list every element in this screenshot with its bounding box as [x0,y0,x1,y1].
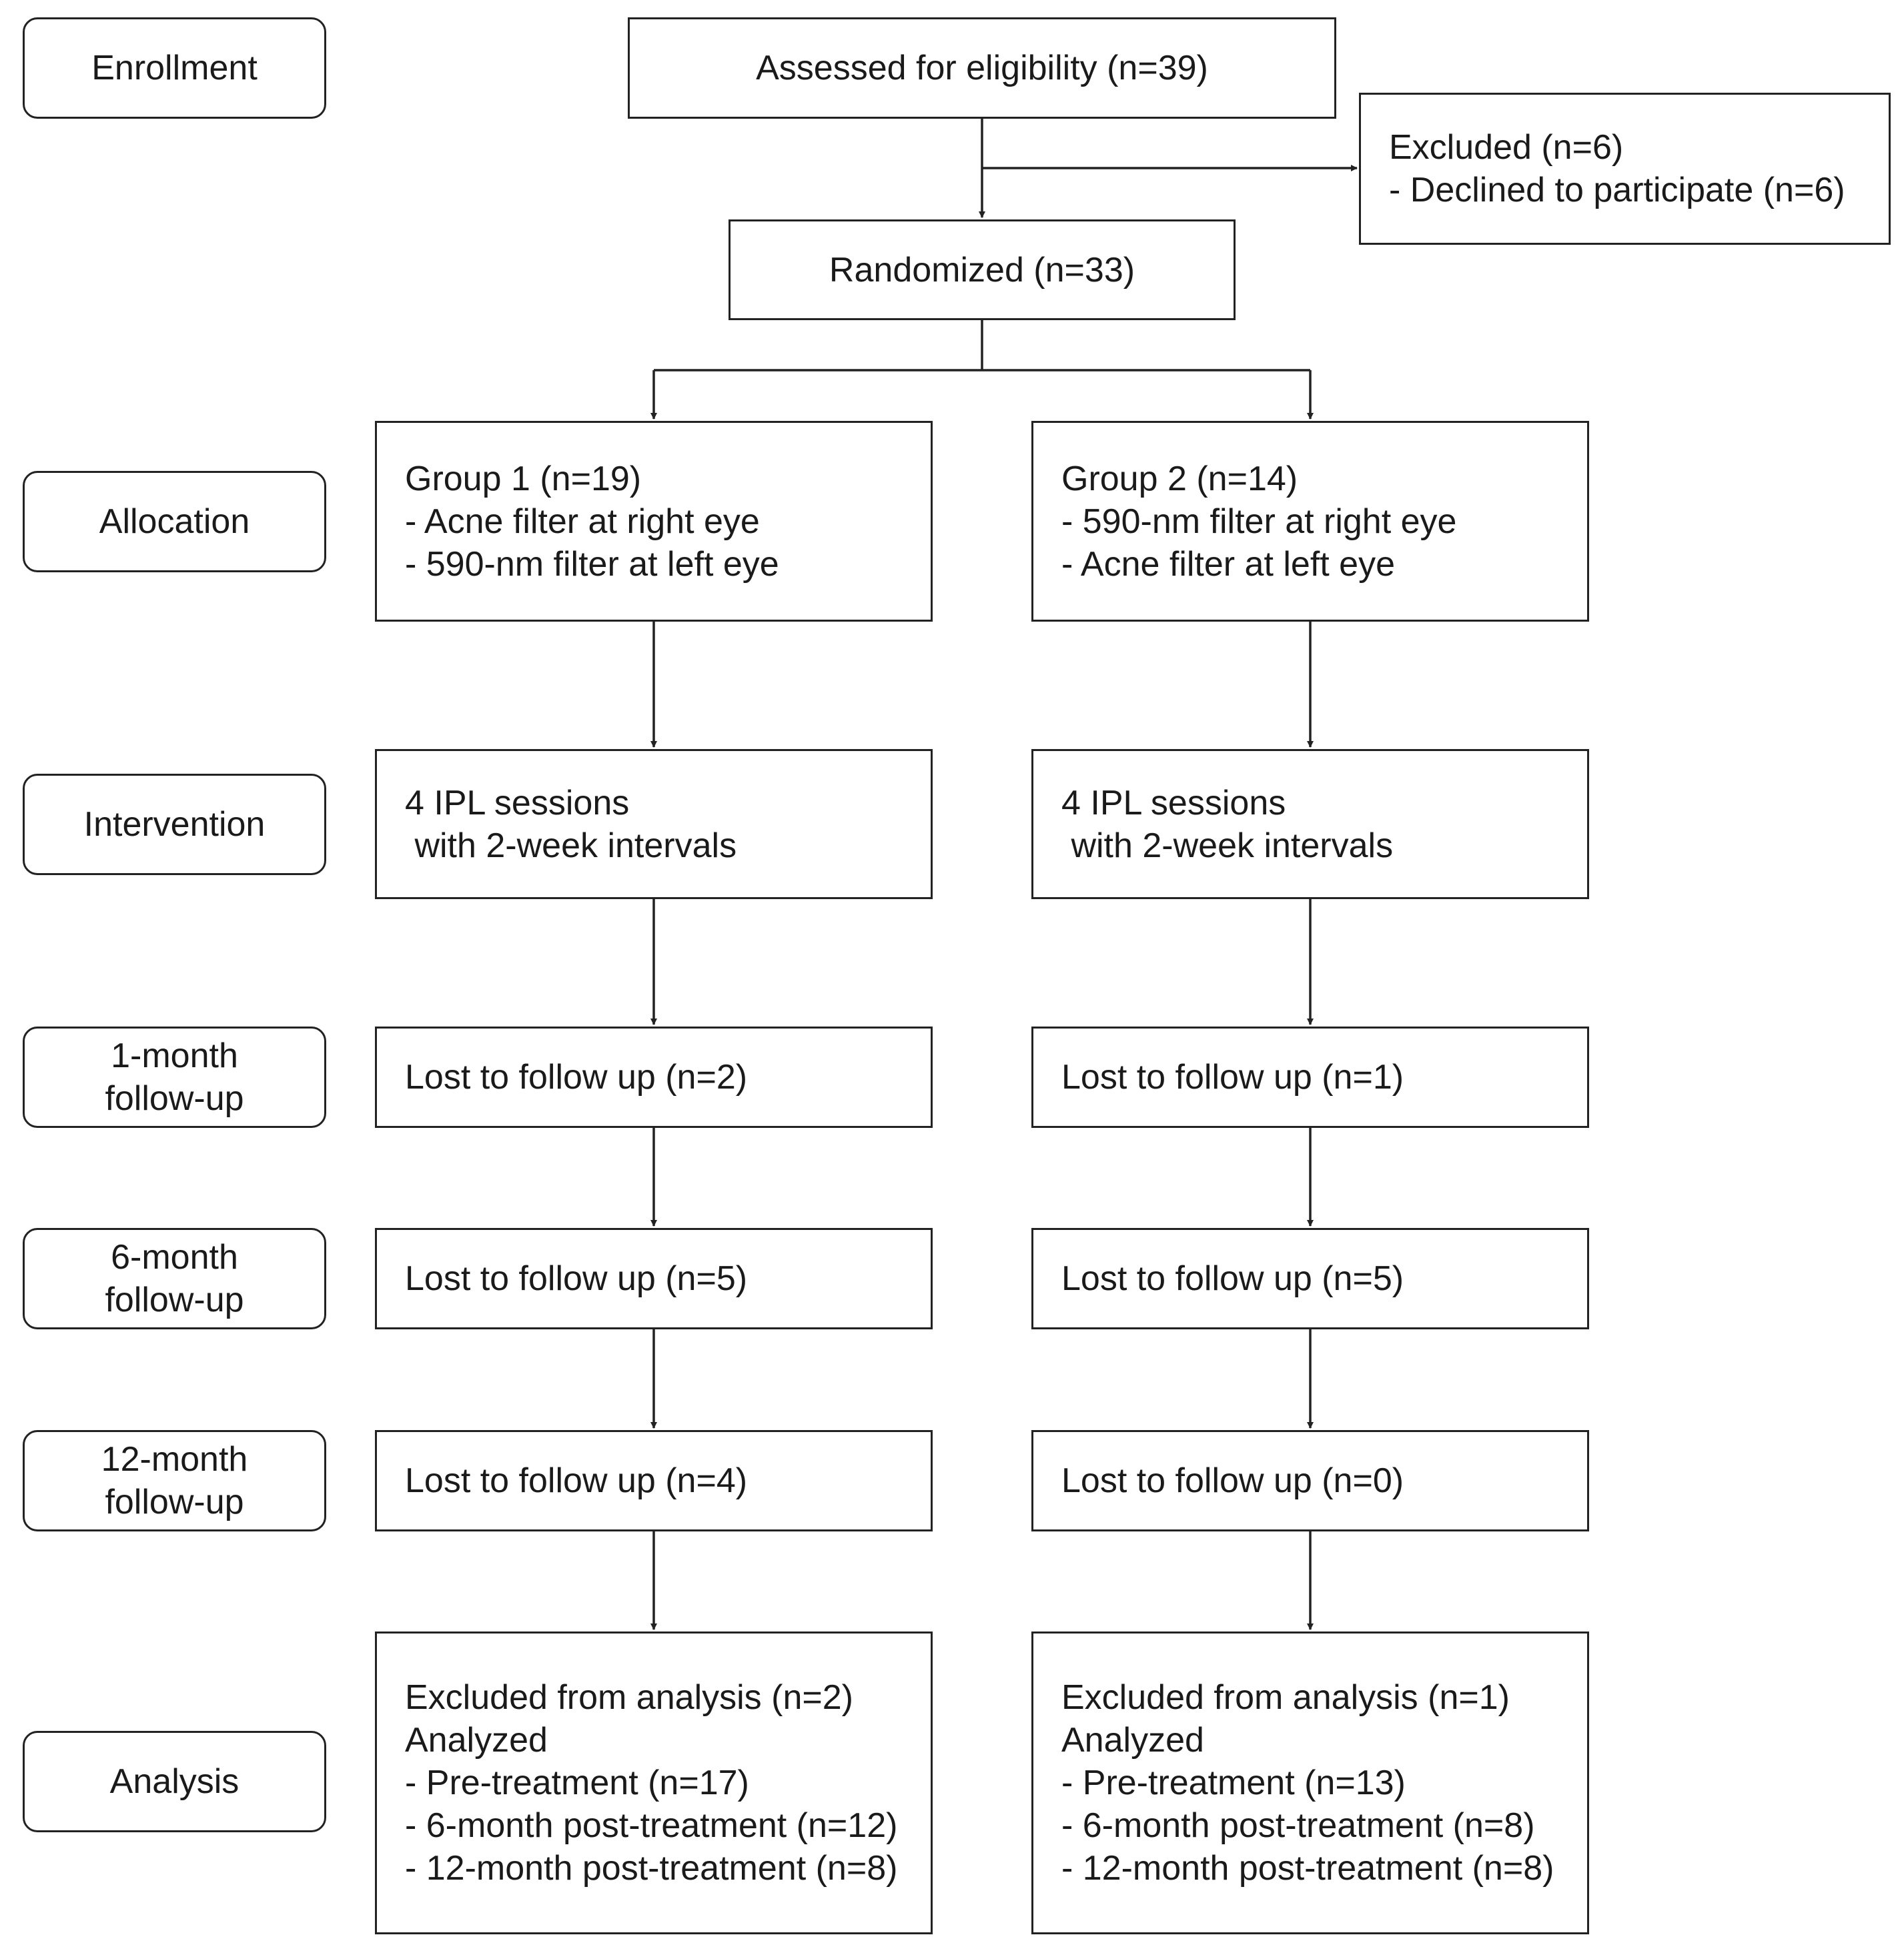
stage-analysis-line-1: Analysis [109,1762,240,1801]
group1-intervention-box: 4 IPL sessions with 2-week intervals [375,749,933,899]
group2-lost-12-month-text: Lost to follow up (n=0) [1061,1461,1404,1500]
excluded-line-2: - Declined to participate (n=6) [1389,171,1845,209]
group2-lost-6-month-text: Lost to follow up (n=5) [1061,1259,1404,1298]
group2-lost-6-month-box: Lost to follow up (n=5) [1031,1228,1589,1329]
stage-12-month-follow-up-line-1: 12-month [101,1440,248,1479]
group1-allocation-line-2: - Acne filter at right eye [405,502,760,541]
stage-allocation-line-1: Allocation [99,502,250,541]
randomized-text: Randomized (n=33) [829,250,1135,289]
group1-allocation-line-1: Group 1 (n=19) [405,459,642,498]
stage-allocation: Allocation [23,471,326,572]
group2-allocation-box: Group 2 (n=14) - 590-nm filter at right e… [1031,421,1589,622]
excluded-line-1: Excluded (n=6) [1389,128,1624,167]
group1-analysis-line-2: Analyzed [405,1721,548,1760]
group1-allocation-line-3: - 590-nm filter at left eye [405,544,779,584]
stage-intervention: Intervention [23,774,326,875]
group2-analysis-line-4: - 6-month post-treatment (n=8) [1061,1806,1535,1845]
randomized-box: Randomized (n=33) [729,219,1236,320]
stage-6-month-follow-up: 6-month follow-up [23,1228,326,1329]
stage-1-month-follow-up-line-2: follow-up [105,1079,244,1118]
group1-lost-12-month-text: Lost to follow up (n=4) [405,1461,748,1500]
group1-intervention-line-1: 4 IPL sessions [405,783,630,822]
group1-analysis-line-5: - 12-month post-treatment (n=8) [405,1849,898,1888]
group2-analysis-line-5: - 12-month post-treatment (n=8) [1061,1849,1554,1888]
group1-analysis-line-4: - 6-month post-treatment (n=12) [405,1806,898,1845]
group2-analysis-line-3: - Pre-treatment (n=13) [1061,1764,1406,1802]
group2-lost-1-month-box: Lost to follow up (n=1) [1031,1027,1589,1128]
stage-12-month-follow-up: 12-month follow-up [23,1430,326,1531]
stage-1-month-follow-up-line-1: 1-month [111,1037,238,1075]
assessed-for-eligibility-box: Assessed for eligibility (n=39) [628,17,1336,119]
group1-lost-1-month-text: Lost to follow up (n=2) [405,1058,748,1097]
stage-enrollment-line-1: Enrollment [91,49,258,87]
group2-allocation-line-1: Group 2 (n=14) [1061,459,1298,498]
excluded-box: Excluded (n=6) - Declined to participate … [1359,93,1891,245]
group2-intervention-box: 4 IPL sessions with 2-week intervals [1031,749,1589,899]
group2-analysis-box: Excluded from analysis (n=1) Analyzed - Pr… [1031,1631,1589,1934]
group1-lost-12-month-box: Lost to follow up (n=4) [375,1430,933,1531]
group2-allocation-line-2: - 590-nm filter at right eye [1061,502,1457,541]
group2-intervention-line-2: with 2-week intervals [1061,826,1394,865]
group1-lost-6-month-text: Lost to follow up (n=5) [405,1259,748,1298]
group1-analysis-line-3: - Pre-treatment (n=17) [405,1764,749,1802]
group2-intervention-line-1: 4 IPL sessions [1061,783,1286,822]
group1-lost-6-month-box: Lost to follow up (n=5) [375,1228,933,1329]
group1-analysis-box: Excluded from analysis (n=2) Analyzed - Pr… [375,1631,933,1934]
group1-intervention-line-2: with 2-week intervals [405,826,737,865]
group2-lost-1-month-text: Lost to follow up (n=1) [1061,1058,1404,1097]
group2-lost-12-month-box: Lost to follow up (n=0) [1031,1430,1589,1531]
stage-intervention-line-1: Intervention [83,805,266,844]
group2-allocation-line-3: - Acne filter at left eye [1061,544,1396,584]
stage-analysis: Analysis [23,1731,326,1832]
assessed-for-eligibility-text: Assessed for eligibility (n=39) [756,49,1208,87]
group1-analysis-line-1: Excluded from analysis (n=2) [405,1678,853,1717]
group2-analysis-line-1: Excluded from analysis (n=1) [1061,1678,1510,1717]
group2-analysis-line-2: Analyzed [1061,1721,1204,1760]
stage-6-month-follow-up-line-1: 6-month [111,1238,238,1277]
stage-6-month-follow-up-line-2: follow-up [105,1281,244,1319]
group1-allocation-box: Group 1 (n=19) - Acne filter at right eye… [375,421,933,622]
stage-12-month-follow-up-line-2: follow-up [105,1483,244,1521]
group1-lost-1-month-box: Lost to follow up (n=2) [375,1027,933,1128]
stage-1-month-follow-up: 1-month follow-up [23,1027,326,1128]
stage-enrollment: Enrollment [23,17,326,119]
